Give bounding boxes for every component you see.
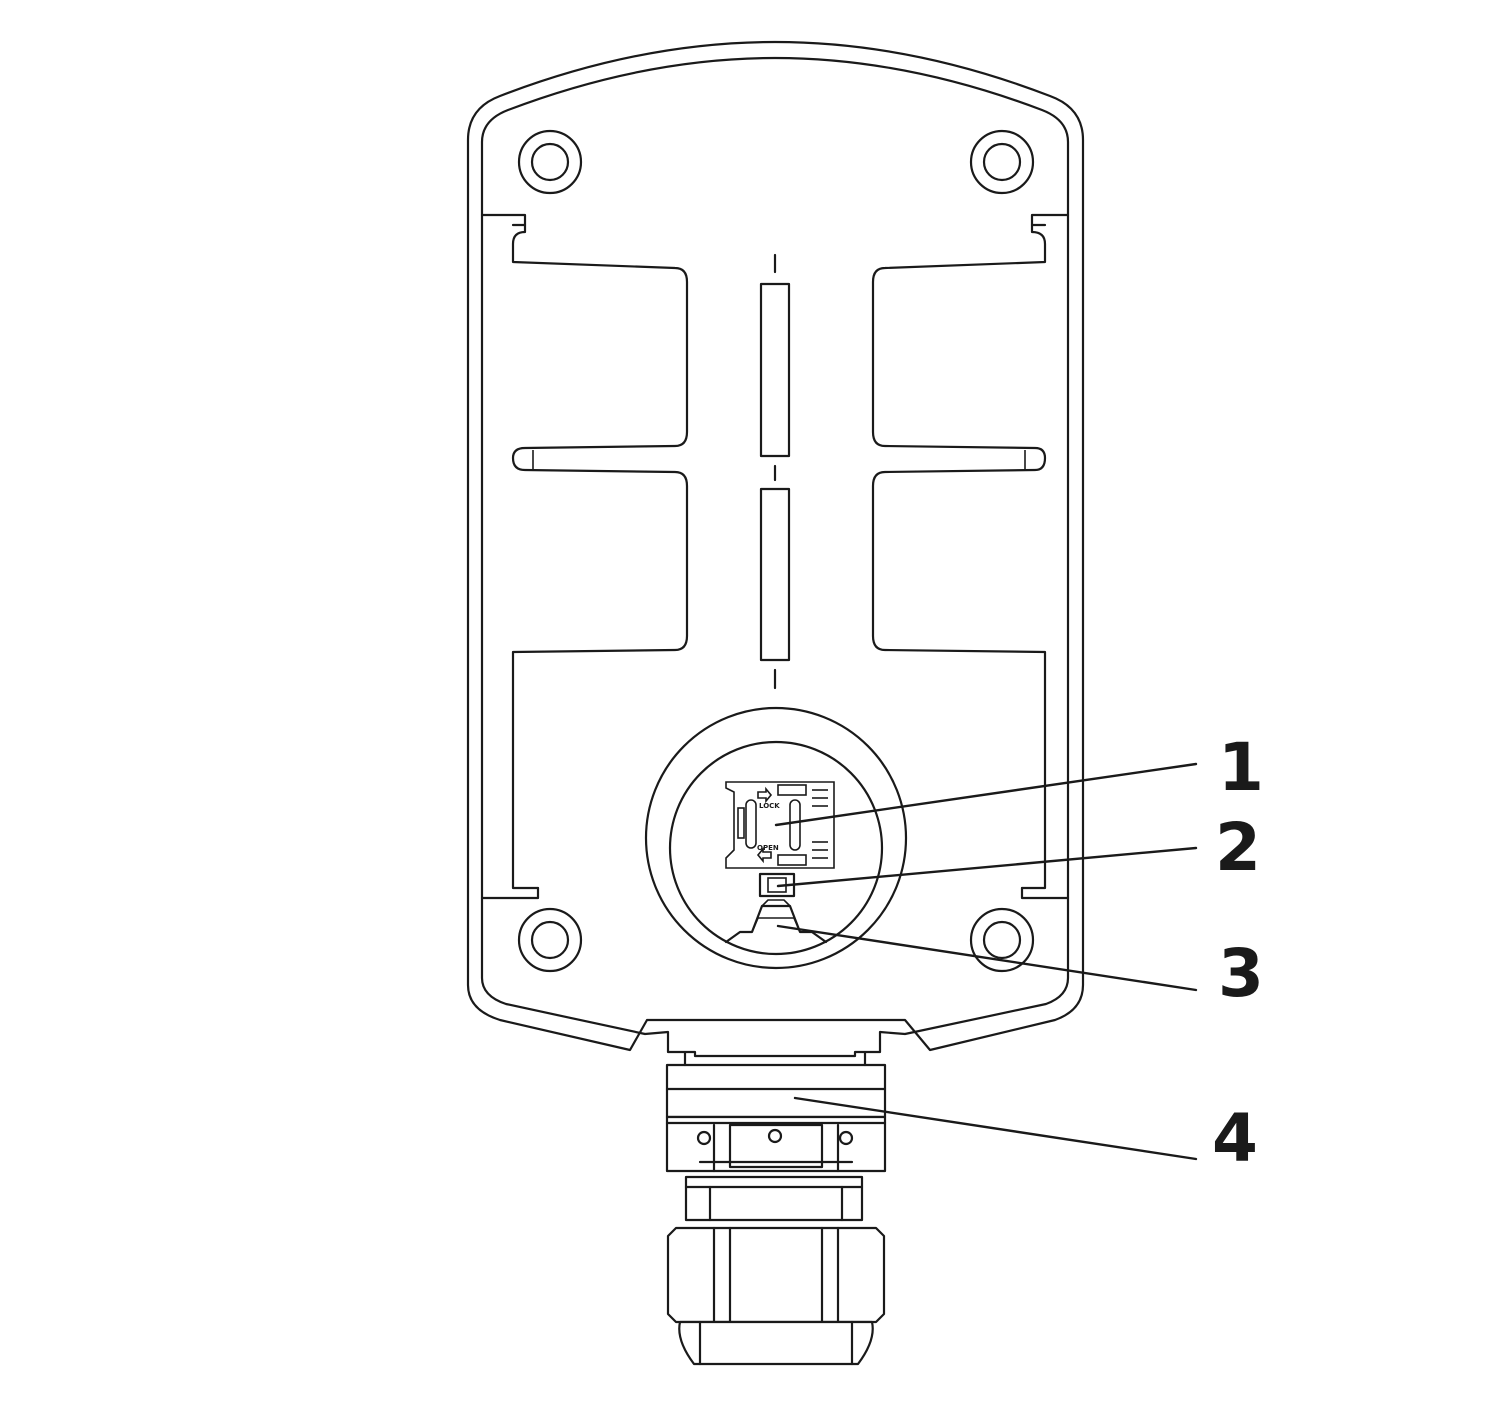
callout-number-4: 4 <box>1212 1100 1258 1177</box>
housing-outer-outline <box>466 40 1085 1052</box>
compartment-inner-ring <box>668 740 884 956</box>
top-rail-line-right <box>1030 213 1070 227</box>
right-recess-upper <box>871 223 1047 890</box>
cable-gland <box>665 1051 887 1366</box>
mounting-hole-top-left <box>517 129 583 195</box>
mounting-hole-bottom-left <box>517 907 583 973</box>
leader-line-4 <box>793 1096 1198 1161</box>
callout-number-2: 2 <box>1215 809 1261 886</box>
sim-card-holder[interactable]: LOCK OPEN <box>725 781 835 869</box>
housing-inner-outline <box>480 56 1070 1058</box>
center-slot-upper <box>759 282 791 458</box>
bottom-rail-line-left <box>480 886 540 900</box>
leader-line-1 <box>774 762 1198 827</box>
center-slot-lower <box>759 487 791 662</box>
leader-line-2 <box>776 846 1198 888</box>
sim-lock-label: LOCK <box>759 802 780 810</box>
left-recess-upper <box>511 223 689 890</box>
mounting-hole-top-right <box>969 129 1035 195</box>
top-rail-line-left <box>480 213 527 227</box>
callout-number-1: 1 <box>1218 729 1264 806</box>
leader-line-3 <box>776 924 1198 992</box>
compartment-outer-ring <box>644 706 908 970</box>
callout-number-3: 3 <box>1218 935 1264 1012</box>
mounting-hole-bottom-right <box>969 907 1035 973</box>
bottom-rail-line-right <box>1020 886 1070 900</box>
sim-open-label: OPEN <box>757 844 779 852</box>
